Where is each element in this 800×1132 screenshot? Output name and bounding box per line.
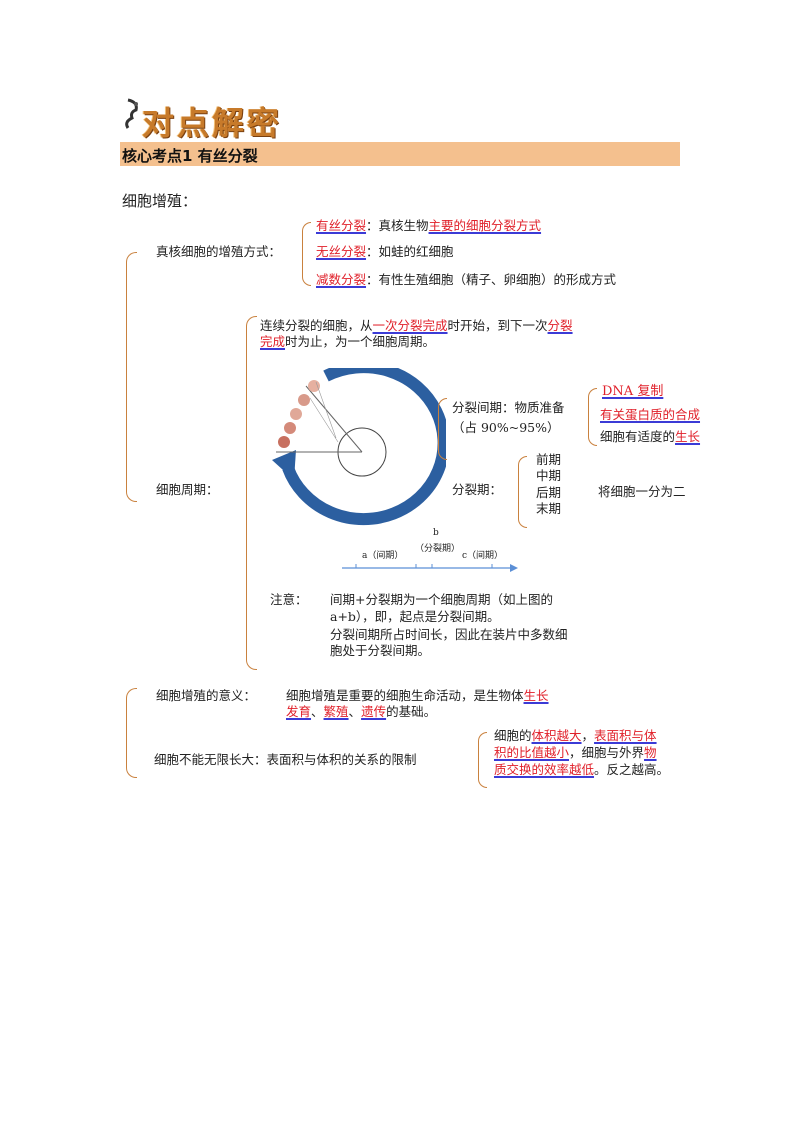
subheading: 细胞增殖： — [122, 192, 198, 210]
growth-text: 细胞有适度的 — [600, 429, 676, 444]
meiosis-sep: ： — [366, 272, 379, 287]
note-line-4: 胞处于分裂间期。 — [330, 643, 431, 658]
phase-prophase: 前期 — [536, 452, 562, 467]
def-text-3: 时为止，为一个细胞周期。 — [285, 334, 436, 349]
def-text-1: 连续分裂的细胞，从 — [260, 318, 373, 333]
bottom-brace — [126, 688, 137, 778]
growth-red: 生长 — [675, 429, 701, 444]
limit-line-3: 质交换的效率越低。反之越高。 — [494, 762, 669, 778]
meiosis-name: 减数分裂 — [316, 272, 367, 287]
cycle-brace — [246, 316, 257, 670]
amitosis-desc: 如蛙的红细胞 — [378, 244, 454, 259]
cycle-definition-2: 完成时为止，为一个细胞周期。 — [260, 334, 435, 350]
lim-1c: ， — [581, 728, 595, 743]
phase-metaphase: 中期 — [536, 468, 562, 483]
cycle-definition-1: 连续分裂的细胞，从一次分裂完成时开始，到下一次分裂 — [260, 318, 573, 334]
def-red-2: 分裂 — [547, 318, 573, 333]
timeline-b: b — [433, 528, 439, 538]
mitosis-desc: 主要的细胞分裂方式 — [428, 218, 542, 233]
limit-label: 细胞不能无限长大：表面积与体积的关系的限制 — [154, 752, 417, 767]
timeline-c: c（间期） — [462, 551, 504, 561]
lim-1a: 细胞的 — [494, 728, 532, 743]
limit-line-1: 细胞的体积越大，表面积与体 — [494, 728, 657, 744]
mitosis-name: 有丝分裂 — [316, 218, 367, 233]
lim-1b: 体积越大 — [531, 728, 582, 743]
lim-2c: 物 — [644, 745, 657, 760]
limit-brace — [478, 732, 487, 788]
phases-brace — [518, 456, 527, 528]
sig-sep-2: 、 — [348, 704, 362, 719]
lim-2a: 积的比值越小 — [494, 745, 570, 760]
limit-line-2: 积的比值越小，细胞与外界物 — [494, 745, 657, 761]
sig-reproduction: 繁殖 — [323, 704, 349, 719]
methods-label: 真核细胞的增殖方式： — [156, 244, 282, 259]
sig-heredity: 遗传 — [361, 704, 387, 719]
lim-1d: 表面积与体 — [594, 728, 657, 743]
interphase-brace — [438, 398, 447, 460]
page-title: 对点解密 — [142, 104, 283, 142]
sig-development: 发育 — [286, 704, 312, 719]
main-brace — [126, 252, 137, 502]
section-band — [120, 142, 680, 166]
cycle-timeline — [342, 560, 522, 574]
lim-3b: 。反之越高。 — [594, 762, 670, 777]
def-text-2: 时开始，到下一次 — [447, 318, 548, 333]
note-line-2: a+b），即，起点是分裂间期。 — [330, 609, 500, 624]
meiosis-desc: 有性生殖细胞（精子、卵细胞）的形成方式 — [378, 272, 617, 287]
phase-telophase: 末期 — [536, 501, 562, 516]
sig-sep-1: 、 — [311, 704, 324, 719]
mitosis-sep: ：真核生物 — [366, 218, 429, 233]
significance-line-1: 细胞增殖是重要的细胞生命活动，是生物体生长 — [286, 688, 549, 704]
mphase-label: 分裂期： — [452, 482, 503, 497]
method-amitosis: 无丝分裂：如蛙的红细胞 — [316, 244, 454, 260]
methods-brace — [302, 222, 311, 286]
def-red-3: 完成 — [260, 334, 286, 349]
lim-3a: 质交换的效率越低 — [494, 762, 595, 777]
cell-cycle-diagram — [266, 361, 450, 538]
amitosis-name: 无丝分裂 — [316, 244, 367, 259]
interphase-percentage: （占 90%~95%） — [452, 420, 560, 435]
interphase-dna: DNA 复制 — [602, 384, 664, 399]
def-red-1: 一次分裂完成 — [372, 318, 448, 333]
interphase-growth: 细胞有适度的生长 — [600, 429, 700, 445]
significance-line-2: 发育、繁殖、遗传的基础。 — [286, 704, 436, 720]
phase-anaphase: 后期 — [536, 485, 562, 500]
mphase-result: 将细胞一分为二 — [598, 484, 686, 499]
interphase-label: 分裂间期：物质准备 — [452, 400, 565, 415]
sig-text-1: 细胞增殖是重要的细胞生命活动，是生物体 — [286, 688, 524, 703]
interphase-items-brace — [588, 388, 597, 446]
amitosis-sep: ： — [366, 244, 379, 259]
note-label: 注意： — [270, 592, 308, 607]
interphase-protein: 有关蛋白质的合成 — [600, 407, 701, 422]
sig-text-2: 的基础。 — [386, 704, 437, 719]
lim-2b: ，细胞与外界 — [569, 745, 645, 760]
method-meiosis: 减数分裂：有性生殖细胞（精子、卵细胞）的形成方式 — [316, 272, 616, 288]
timeline-a: a（间期） — [362, 551, 404, 561]
note-line-1: 间期+分裂期为一个细胞周期（如上图的 — [330, 592, 553, 607]
note-line-3: 分裂间期所占时间长，因此在装片中多数细 — [330, 627, 568, 642]
sig-growth: 生长 — [523, 688, 549, 703]
section-title: 核心考点1 有丝分裂 — [122, 147, 258, 165]
header-icon — [122, 98, 142, 130]
cycle-label: 细胞周期： — [156, 482, 219, 497]
method-mitosis: 有丝分裂：真核生物主要的细胞分裂方式 — [316, 218, 541, 234]
significance-label: 细胞增殖的意义： — [156, 688, 257, 703]
timeline-b-label: （分裂期） — [415, 544, 461, 554]
